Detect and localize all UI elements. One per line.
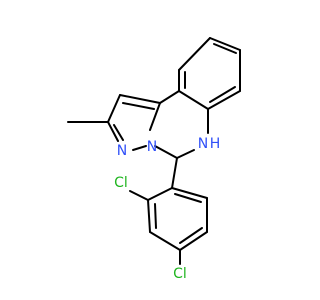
atom-label-cl: Cl xyxy=(173,266,187,282)
bond xyxy=(107,94,121,123)
background xyxy=(0,0,300,300)
bond xyxy=(149,231,181,251)
bond xyxy=(129,190,149,201)
atom-labels: N N N H Cl Cl xyxy=(114,136,220,282)
bond xyxy=(132,145,147,151)
bond xyxy=(149,102,161,131)
bond xyxy=(107,121,119,142)
bond xyxy=(119,94,161,104)
bond xyxy=(176,149,195,159)
bond xyxy=(178,37,211,71)
bond xyxy=(154,145,178,159)
bond xyxy=(113,124,124,141)
bond xyxy=(178,90,209,110)
bond xyxy=(179,227,203,244)
bond xyxy=(213,43,237,54)
atom-label-n: N xyxy=(117,143,127,159)
bond xyxy=(171,187,208,199)
bond xyxy=(171,157,178,189)
bond xyxy=(179,231,208,251)
bond xyxy=(174,193,202,203)
bond xyxy=(147,187,173,201)
atom-label-nh: N xyxy=(198,136,208,152)
atom-label-h: H xyxy=(210,136,221,152)
atom-label-n: N xyxy=(147,139,157,155)
molecule-drawing: N N N H Cl Cl xyxy=(0,0,300,300)
atom-label-cl: Cl xyxy=(114,175,128,191)
bond xyxy=(207,90,241,110)
structure-canvas: N N N H Cl Cl xyxy=(0,0,300,300)
bond xyxy=(122,102,155,110)
bond xyxy=(154,203,157,229)
bond xyxy=(209,86,236,103)
bond xyxy=(209,37,241,51)
bonds xyxy=(67,37,241,265)
bond xyxy=(147,199,151,233)
bond xyxy=(159,90,180,104)
